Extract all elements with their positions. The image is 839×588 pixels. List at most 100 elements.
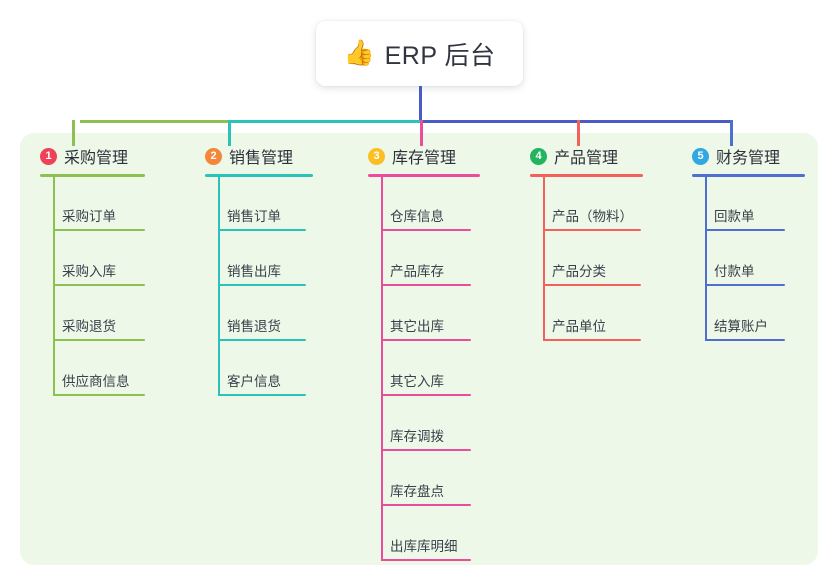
branch-item-rule bbox=[53, 284, 145, 286]
branch-item-label: 出库库明细 bbox=[390, 539, 458, 554]
branch-item-rule bbox=[381, 559, 471, 561]
branch-title: 销售管理 bbox=[229, 150, 294, 167]
branch-item[interactable]: 回款单 bbox=[692, 201, 794, 231]
branch-item-rule bbox=[218, 339, 306, 341]
branch-item[interactable]: 销售出库 bbox=[205, 256, 315, 286]
trunk-horizontal-segment-3 bbox=[420, 120, 730, 123]
branch-item-rule bbox=[381, 394, 471, 396]
branch-item-rule bbox=[218, 229, 306, 231]
branch-column-销售管理: 2 销售管理销售订单销售出库销售退货客户信息 bbox=[205, 145, 313, 396]
branch-item[interactable]: 供应商信息 bbox=[40, 366, 154, 396]
branch-number-badge: 1 bbox=[40, 147, 57, 165]
trunk-horizontal-segment-2 bbox=[228, 120, 420, 123]
branch-spine bbox=[705, 176, 707, 341]
trunk-horizontal-segment-1 bbox=[80, 120, 228, 123]
branch-item[interactable]: 采购订单 bbox=[40, 201, 154, 231]
branch-item[interactable]: 采购退货 bbox=[40, 311, 154, 341]
branch-item-label: 产品库存 bbox=[390, 264, 444, 279]
root-title: ERP 后台 bbox=[384, 41, 496, 70]
branch-item-label: 库存盘点 bbox=[390, 484, 444, 499]
branch-header-销售管理[interactable]: 2 销售管理 bbox=[205, 145, 293, 167]
branch-item[interactable]: 其它入库 bbox=[368, 366, 480, 396]
branch-item-label: 回款单 bbox=[714, 209, 755, 224]
branch-header-rule bbox=[368, 174, 480, 177]
branch-item[interactable]: 销售退货 bbox=[205, 311, 315, 341]
branch-item-label: 产品单位 bbox=[552, 319, 606, 334]
branch-header-采购管理[interactable]: 1 采购管理 bbox=[40, 145, 128, 167]
branch-item-label: 结算账户 bbox=[714, 319, 768, 334]
branch-item-label: 其它入库 bbox=[390, 374, 444, 389]
root-node[interactable]: 👍 ERP 后台 bbox=[316, 21, 523, 86]
branch-item-label: 销售退货 bbox=[227, 319, 281, 334]
branch-item[interactable]: 客户信息 bbox=[205, 366, 315, 396]
branch-number-badge: 3 bbox=[368, 147, 385, 165]
branch-drop-connector-4 bbox=[577, 120, 580, 146]
branch-item[interactable]: 销售订单 bbox=[205, 201, 315, 231]
branch-drop-connector-5 bbox=[730, 120, 733, 146]
trunk-vertical-connector bbox=[419, 86, 422, 122]
branch-item[interactable]: 库存盘点 bbox=[368, 476, 480, 506]
branch-item[interactable]: 产品（物料） bbox=[530, 201, 650, 231]
branch-item-rule bbox=[705, 339, 785, 341]
branch-title: 财务管理 bbox=[716, 150, 781, 167]
thumbs-up-icon: 👍 bbox=[343, 39, 375, 67]
branch-spine bbox=[543, 176, 545, 341]
branch-item-rule bbox=[53, 339, 145, 341]
branch-header-rule bbox=[692, 174, 805, 177]
branch-column-采购管理: 1 采购管理采购订单采购入库采购退货供应商信息 bbox=[40, 145, 145, 396]
branch-header-rule bbox=[205, 174, 313, 177]
branch-item-rule bbox=[705, 229, 785, 231]
branch-item-label: 采购入库 bbox=[62, 264, 116, 279]
branch-spine bbox=[218, 176, 220, 396]
branch-item-label: 其它出库 bbox=[390, 319, 444, 334]
branch-spine bbox=[53, 176, 55, 396]
branch-item[interactable]: 产品单位 bbox=[530, 311, 650, 341]
branch-item-label: 产品分类 bbox=[552, 264, 606, 279]
branch-item-rule bbox=[53, 394, 145, 396]
branch-drop-connector-3 bbox=[420, 120, 423, 146]
branch-drop-connector-1 bbox=[72, 120, 75, 146]
branch-item-rule bbox=[381, 339, 471, 341]
branch-number-badge: 2 bbox=[205, 147, 222, 165]
branch-item[interactable]: 产品库存 bbox=[368, 256, 480, 286]
branch-item-rule bbox=[543, 284, 641, 286]
branch-item-rule bbox=[218, 284, 306, 286]
branch-item[interactable]: 付款单 bbox=[692, 256, 794, 286]
branch-item-label: 供应商信息 bbox=[62, 374, 130, 389]
branch-item-label: 库存调拨 bbox=[390, 429, 444, 444]
branch-item[interactable]: 库存调拨 bbox=[368, 421, 480, 451]
branch-item-rule bbox=[218, 394, 306, 396]
branch-item[interactable]: 仓库信息 bbox=[368, 201, 480, 231]
branch-item-rule bbox=[381, 449, 471, 451]
branch-item-rule bbox=[705, 284, 785, 286]
branch-item-label: 仓库信息 bbox=[390, 209, 444, 224]
branch-item-rule bbox=[543, 339, 641, 341]
branch-item[interactable]: 结算账户 bbox=[692, 311, 794, 341]
branch-header-rule bbox=[40, 174, 145, 177]
branch-spine bbox=[381, 176, 383, 561]
branch-title: 库存管理 bbox=[392, 150, 457, 167]
branch-item[interactable]: 出库库明细 bbox=[368, 531, 480, 561]
branch-item-label: 客户信息 bbox=[227, 374, 281, 389]
branch-item[interactable]: 采购入库 bbox=[40, 256, 154, 286]
branch-column-库存管理: 3 库存管理仓库信息产品库存其它出库其它入库库存调拨库存盘点出库库明细 bbox=[368, 145, 480, 561]
branch-item[interactable]: 其它出库 bbox=[368, 311, 480, 341]
branch-header-rule bbox=[530, 174, 643, 177]
branch-item-label: 产品（物料） bbox=[552, 209, 633, 224]
content-panel bbox=[20, 133, 818, 565]
branch-item-label: 采购订单 bbox=[62, 209, 116, 224]
branch-item-label: 销售出库 bbox=[227, 264, 281, 279]
branch-item-label: 付款单 bbox=[714, 264, 755, 279]
branch-drop-connector-2 bbox=[228, 120, 231, 146]
branch-title: 产品管理 bbox=[554, 150, 619, 167]
branch-header-库存管理[interactable]: 3 库存管理 bbox=[368, 145, 456, 167]
branch-title: 采购管理 bbox=[64, 150, 129, 167]
branch-item[interactable]: 产品分类 bbox=[530, 256, 650, 286]
branch-item-rule bbox=[53, 229, 145, 231]
branch-item-label: 采购退货 bbox=[62, 319, 116, 334]
